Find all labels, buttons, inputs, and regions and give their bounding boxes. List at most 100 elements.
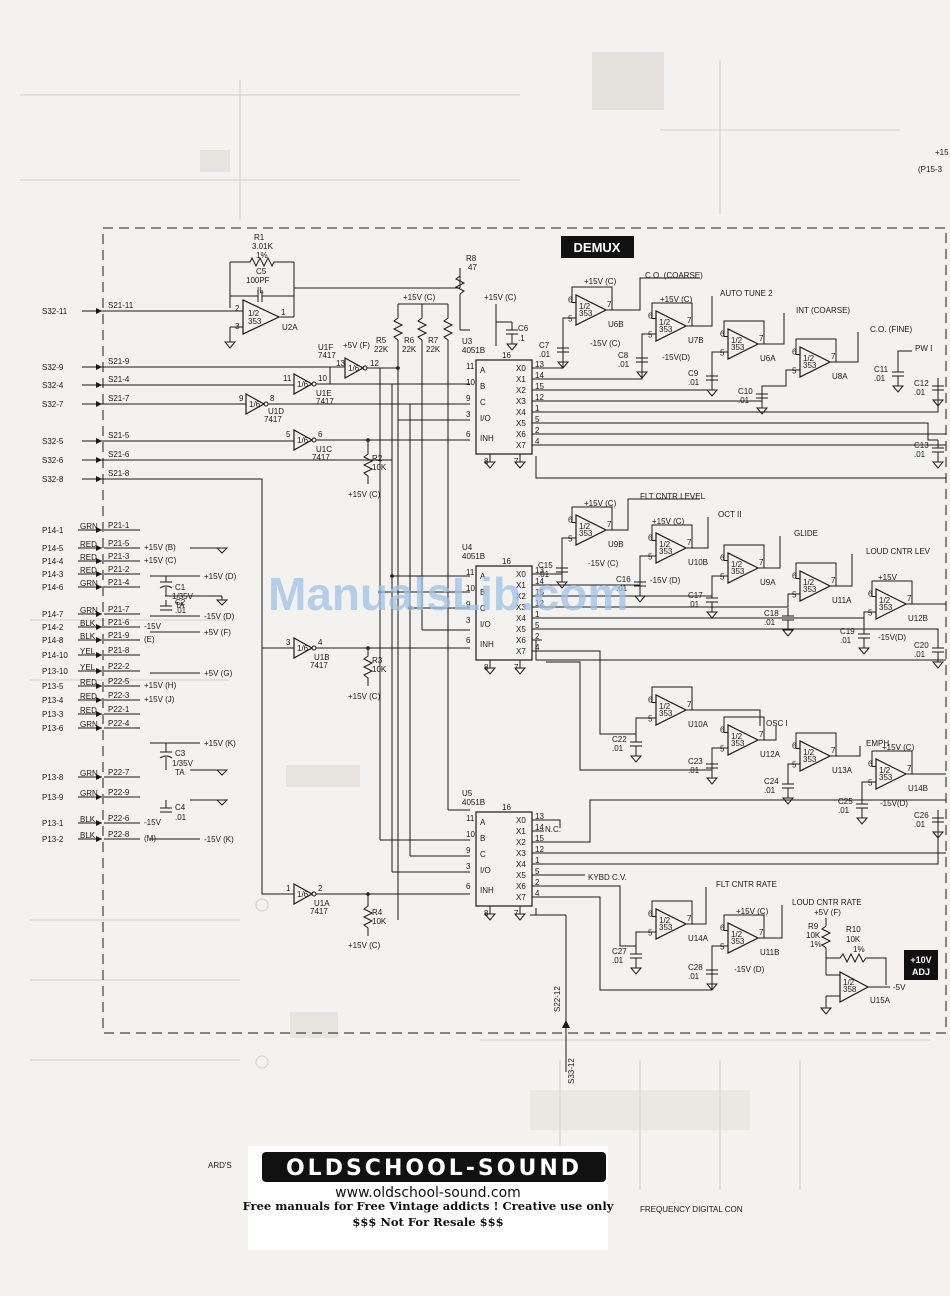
input-dest: S21-5: [108, 431, 130, 440]
arrow-mark: [96, 774, 102, 780]
connector-pin: P13-8: [42, 773, 64, 782]
opamp-part: 353: [659, 547, 673, 556]
connector-pin: P14-3: [42, 570, 64, 579]
svg-text:R7: R7: [428, 336, 439, 345]
svg-text:10K: 10K: [846, 935, 861, 944]
mux-out-label: X0: [516, 570, 526, 579]
svg-text:22K: 22K: [402, 345, 417, 354]
svg-text:C5: C5: [256, 267, 267, 276]
opamp: [875, 758, 908, 790]
ground-symbol: [483, 461, 497, 469]
opamp: [875, 588, 908, 620]
svg-text:+15V (C): +15V (C): [736, 907, 769, 916]
svg-text:1/6: 1/6: [297, 380, 309, 389]
svg-text:+15V (C): +15V (C): [660, 295, 693, 304]
mux-out-number: 5: [535, 621, 540, 630]
opamp-part: 353: [659, 325, 673, 334]
wire-color: RED: [80, 706, 97, 715]
mux-body: [475, 565, 533, 661]
svg-text:358: 358: [843, 985, 857, 994]
mux-part: 4051B: [462, 346, 485, 355]
cap-ref: C18: [764, 609, 779, 618]
svg-text:-15V (D): -15V (D): [734, 965, 765, 974]
ghost-bottom-mid: FREQUENCY DIGITAL CON: [640, 1205, 743, 1214]
cap-value: .01: [612, 956, 624, 965]
svg-text:TA: TA: [175, 768, 185, 777]
svg-text:7: 7: [687, 914, 692, 923]
mux-pin-label: A: [480, 818, 486, 827]
connector-dest: P21-7: [108, 605, 130, 614]
mux-pin-label: C: [480, 850, 486, 859]
svg-text:1/6: 1/6: [348, 364, 360, 373]
cap-value: .01: [914, 388, 926, 397]
mux-pin-number: 11: [466, 814, 475, 823]
svg-text:-15V(D): -15V(D): [878, 633, 906, 642]
svg-text:C.O. (COARSE): C.O. (COARSE): [645, 271, 703, 280]
svg-text:6: 6: [648, 534, 653, 543]
mux-out-label: X6: [516, 636, 526, 645]
svg-text:5: 5: [648, 715, 653, 724]
opamp-ref: U9B: [608, 540, 624, 549]
svg-text:+15V: +15V: [878, 573, 898, 582]
arrow-mark: [96, 571, 102, 577]
wire-color: RED: [80, 553, 97, 562]
arrow-mark: [96, 476, 102, 482]
arrow-mark: [96, 794, 102, 800]
opamp-half: 1/2: [659, 540, 671, 549]
opamp-ref: U7B: [688, 336, 704, 345]
ground-symbol: [705, 777, 719, 785]
svg-text:U1B: U1B: [314, 653, 330, 662]
cap-ref: C22: [612, 735, 627, 744]
buffers-7417: 13 12 1/6 U1F 7417 +5V (F) 11 10 1/6 U1E…: [239, 341, 470, 916]
svg-text:S33-12: S33-12: [567, 1058, 576, 1084]
mux-pin-label: I/O: [480, 414, 491, 423]
svg-text:R3: R3: [372, 656, 383, 665]
svg-text:LOUD CNTR RATE: LOUD CNTR RATE: [792, 898, 862, 907]
svg-text:47: 47: [468, 263, 477, 272]
svg-text:.01: .01: [175, 813, 187, 822]
svg-text:FLT CNTR LEVEL: FLT CNTR LEVEL: [640, 492, 706, 501]
cap-ref: C25: [838, 797, 853, 806]
svg-text:AUTO TUNE 2: AUTO TUNE 2: [720, 289, 773, 298]
svg-text:7: 7: [687, 316, 692, 325]
input-source: S32-5: [42, 437, 64, 446]
cap-ref: C16: [616, 575, 631, 584]
supply-label: +15V (C): [144, 556, 177, 565]
arrow-mark: [96, 820, 102, 826]
input-dest: S21-9: [108, 357, 130, 366]
svg-text:7417: 7417: [264, 415, 282, 424]
svg-text:U1A: U1A: [314, 899, 330, 908]
ground-symbol: [931, 461, 945, 469]
cap-value: .01: [612, 744, 624, 753]
cap-ref: C9: [688, 369, 699, 378]
svg-text:DEMUX: DEMUX: [574, 240, 621, 255]
demux-title: DEMUX: [561, 236, 634, 258]
svg-text:+5V (F): +5V (F): [204, 628, 231, 637]
opamp-ref: U6A: [760, 354, 776, 363]
mux-out-number: 14: [535, 577, 544, 586]
svg-text:7: 7: [759, 928, 764, 937]
svg-text:GLIDE: GLIDE: [794, 529, 818, 538]
u3-supply: +15V (C) C6 .1: [484, 293, 529, 351]
svg-text:2: 2: [318, 884, 323, 893]
ground-symbol: [931, 661, 945, 669]
mux-pin-number: 6: [466, 636, 471, 645]
connector-dest: P22-1: [108, 705, 130, 714]
mux-part: 4051B: [462, 798, 485, 807]
mux-out-number: 5: [535, 415, 540, 424]
svg-text:2: 2: [235, 304, 240, 313]
svg-text:EMPH: EMPH: [866, 739, 889, 748]
resistors: +15V (C) R5 22K R6 22K R7 22K R8 47 R2 1…: [348, 254, 477, 950]
mux-pin-label: A: [480, 366, 486, 375]
svg-text:10K: 10K: [372, 665, 387, 674]
wire-color: BLK: [80, 831, 96, 840]
footer-line1: Free manuals for Free Vintage addicts ! …: [243, 1199, 614, 1213]
mux-pin-number: 9: [466, 846, 471, 855]
opamp-part: 353: [659, 709, 673, 718]
arrow-mark: [96, 637, 102, 643]
svg-text:OSC I: OSC I: [766, 719, 788, 728]
arrow-mark: [96, 401, 102, 407]
ground-symbol: [857, 647, 871, 655]
